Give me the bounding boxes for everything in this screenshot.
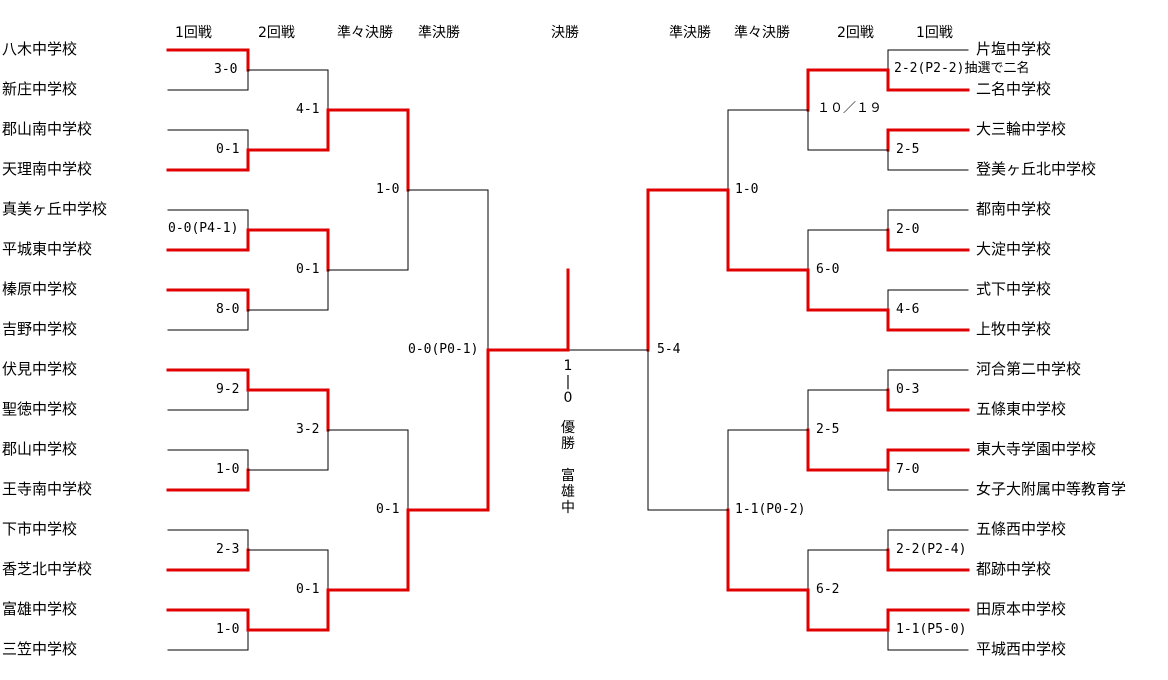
score-left-r1-6: 1-0	[216, 462, 240, 477]
score-left-sf: 0-0(P0-1)	[408, 342, 479, 357]
team-left-5: 真美ヶ丘中学校	[2, 200, 108, 218]
team-left-11: 郡山中学校	[2, 440, 78, 458]
score-right-r1-8: 1-1(P5-0)	[896, 622, 967, 637]
score-right-r1-5: 0-3	[896, 382, 920, 397]
team-right-2: 二名中学校	[976, 80, 1052, 98]
team-left-13: 下市中学校	[2, 520, 78, 538]
team-right-11: 東大寺学園中学校	[976, 440, 1097, 458]
team-right-3: 大三輪中学校	[976, 120, 1067, 138]
team-right-8: 上牧中学校	[976, 320, 1052, 338]
header-right-sf: 準決勝	[669, 25, 711, 41]
score-right-r1-2: 2-5	[896, 142, 920, 157]
score-left-r1-2: 0-1	[216, 142, 240, 157]
header-right-r2: 2回戦	[837, 25, 874, 41]
header-right-r1: 1回戦	[916, 25, 953, 41]
team-right-9: 河合第二中学校	[976, 360, 1082, 378]
score-left-qf-1: 1-0	[376, 182, 400, 197]
score-left-r1-7: 2-3	[216, 542, 240, 557]
team-right-5: 都南中学校	[976, 200, 1052, 218]
team-left-16: 三笠中学校	[2, 640, 78, 658]
score-right-r1-1: 2-2(P2-2)抽選で二名	[894, 61, 1030, 76]
team-right-6: 大淀中学校	[976, 240, 1052, 258]
final-score: 1|0	[563, 358, 573, 406]
winner-label: 優勝	[561, 420, 575, 452]
team-left-8: 吉野中学校	[2, 320, 78, 338]
score-right-r2-3: 2-5	[816, 422, 840, 437]
score-left-r1-8: 1-0	[216, 622, 240, 637]
team-right-16: 平城西中学校	[976, 640, 1067, 658]
header-left-qf: 準々決勝	[337, 25, 393, 41]
header-final: 決勝	[551, 25, 579, 41]
score-left-r2-4: 0-1	[296, 582, 320, 597]
score-left-r1-3: 0-0(P4-1)	[168, 221, 239, 236]
team-right-4: 登美ヶ丘北中学校	[976, 160, 1097, 178]
team-left-9: 伏見中学校	[2, 360, 78, 378]
team-left-10: 聖徳中学校	[2, 400, 78, 418]
score-left-r2-2: 0-1	[296, 262, 320, 277]
score-right-r2-2: 6-0	[816, 262, 840, 277]
score-right-qf-2: 1-1(P0-2)	[735, 502, 806, 517]
score-right-r1-6: 7-0	[896, 462, 920, 477]
team-right-13: 五條西中学校	[976, 520, 1067, 538]
team-left-15: 富雄中学校	[2, 600, 78, 618]
team-right-14: 都跡中学校	[976, 560, 1052, 578]
team-left-14: 香芝北中学校	[2, 560, 93, 578]
team-right-12: 女子大附属中等教育学	[976, 480, 1127, 498]
winner-name: 富雄中	[561, 468, 575, 516]
team-left-3: 郡山南中学校	[2, 120, 93, 138]
header-left-sf: 準決勝	[418, 25, 460, 41]
header-left-r1: 1回戦	[175, 25, 212, 41]
team-right-10: 五條東中学校	[976, 400, 1067, 418]
team-right-1: 片塩中学校	[976, 40, 1052, 58]
team-left-6: 平城東中学校	[2, 240, 93, 258]
team-left-12: 王寺南中学校	[2, 480, 93, 498]
header-right-qf: 準々決勝	[734, 25, 790, 41]
score-right-sf: 5-4	[657, 342, 681, 357]
score-left-r2-3: 3-2	[296, 422, 320, 437]
team-left-4: 天理南中学校	[2, 160, 93, 178]
score-left-r1-1: 3-0	[214, 62, 238, 77]
score-right-r1-3: 2-0	[896, 222, 920, 237]
score-left-r1-5: 9-2	[216, 382, 240, 397]
score-right-r1-7: 2-2(P2-4)	[896, 542, 967, 557]
score-right-r1-4: 4-6	[896, 302, 920, 317]
team-left-7: 榛原中学校	[2, 280, 78, 298]
score-left-qf-2: 0-1	[376, 502, 400, 517]
score-left-r2-1: 4-1	[296, 102, 320, 117]
date-note: １０／１９	[817, 101, 883, 116]
team-left-1: 八木中学校	[2, 40, 78, 58]
team-right-15: 田原本中学校	[976, 600, 1067, 618]
score-right-r2-1: 1-0	[735, 182, 759, 197]
score-right-r2-4: 6-2	[816, 582, 840, 597]
team-right-7: 式下中学校	[976, 280, 1052, 298]
score-left-r1-4: 8-0	[216, 302, 240, 317]
team-left-2: 新庄中学校	[2, 80, 78, 98]
header-left-r2: 2回戦	[258, 25, 295, 41]
